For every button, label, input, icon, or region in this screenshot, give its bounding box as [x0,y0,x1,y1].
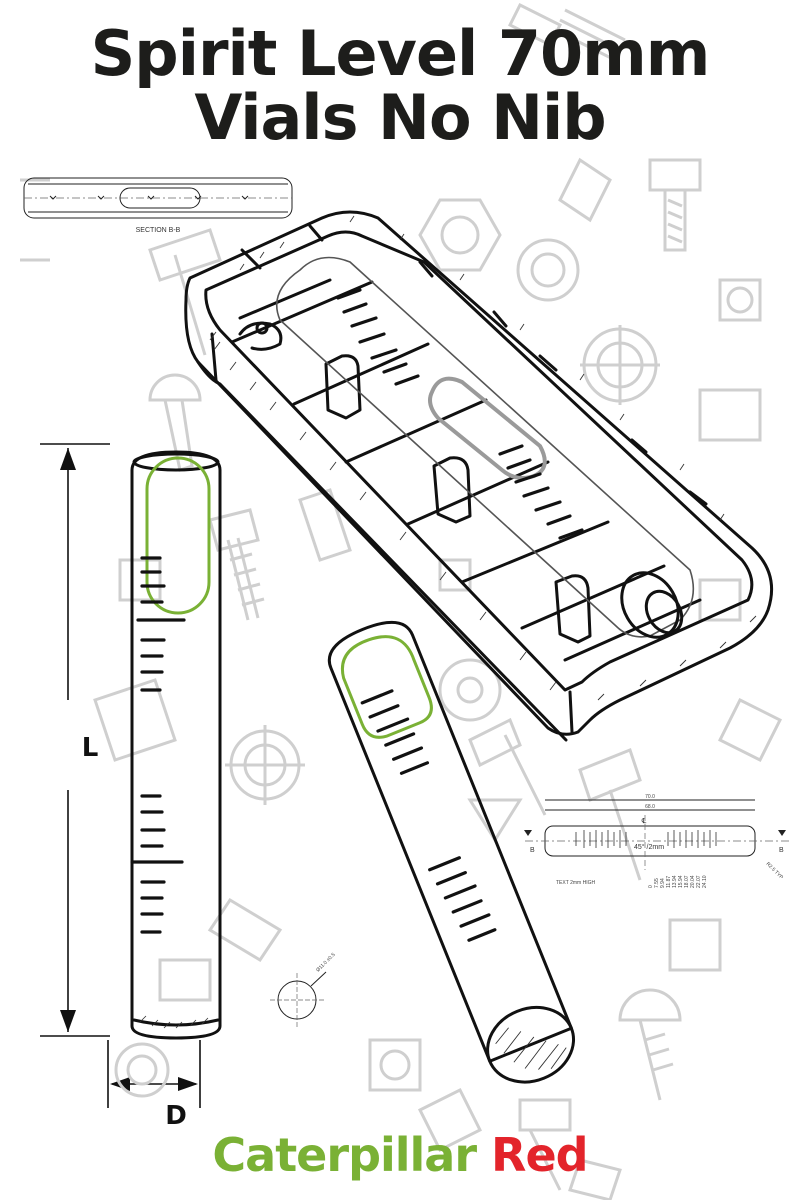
page-title: Spirit Level 70mm Vials No Nib [0,22,800,150]
section-bb-drawing: SECTION B-B [23,177,293,234]
diameter-circle-drawing: Ø11.0 ±0.5 [270,952,337,1027]
svg-text:20.04: 20.04 [690,875,696,888]
diagonal-vial [327,620,576,1084]
svg-text:9.94: 9.94 [660,878,666,888]
brand-name-part2: Red [491,1128,589,1182]
svg-text:7.55: 7.55 [654,878,660,888]
title-line-1: Spirit Level 70mm [90,17,711,90]
brand-logo: Caterpillar Red [0,1128,800,1182]
diameter-label: D [165,1101,187,1131]
diameter-note: Ø11.0 ±0.5 [315,952,337,974]
length-label: L [82,733,99,763]
dim-inner: 68.0 [645,804,655,810]
svg-text:24.10: 24.10 [702,875,708,888]
svg-text:11.87: 11.87 [666,876,672,888]
diameter-dimension: D [107,1040,201,1131]
dim-overall: 70.0 [645,794,655,800]
vertical-vial [130,450,222,1040]
svg-text:18.07: 18.07 [684,875,690,888]
vial-bubble-outline [145,456,211,615]
section-label: SECTION B-B [136,227,181,234]
svg-text:22.07: 22.07 [696,875,702,888]
section-marker-left: B [530,847,535,854]
brand-name-part1: Caterpillar [212,1128,477,1182]
spirit-level-housing [184,210,774,742]
centerline-symbol: ℄ [641,818,647,825]
title-line-2: Vials No Nib [194,81,606,154]
svg-text:15.94: 15.94 [678,875,684,888]
background-pattern [20,2,783,1200]
top-view-drawing: 70.0 68.0 ℄ B B 45° /2mm TEXT 2mm HIGH R… [524,794,790,888]
text-note: TEXT 2mm HIGH [556,880,595,886]
radius-note: R2.5 TYP [765,861,785,881]
scale-values: 0 7.55 9.94 11.87 13.94 15.94 18.07 20.0… [648,875,708,888]
angle-note: 45° /2mm [634,843,664,851]
svg-text:0: 0 [648,885,654,888]
length-dimension: L [40,443,110,1037]
section-marker-right: B [779,847,784,854]
svg-text:13.94: 13.94 [672,875,678,888]
